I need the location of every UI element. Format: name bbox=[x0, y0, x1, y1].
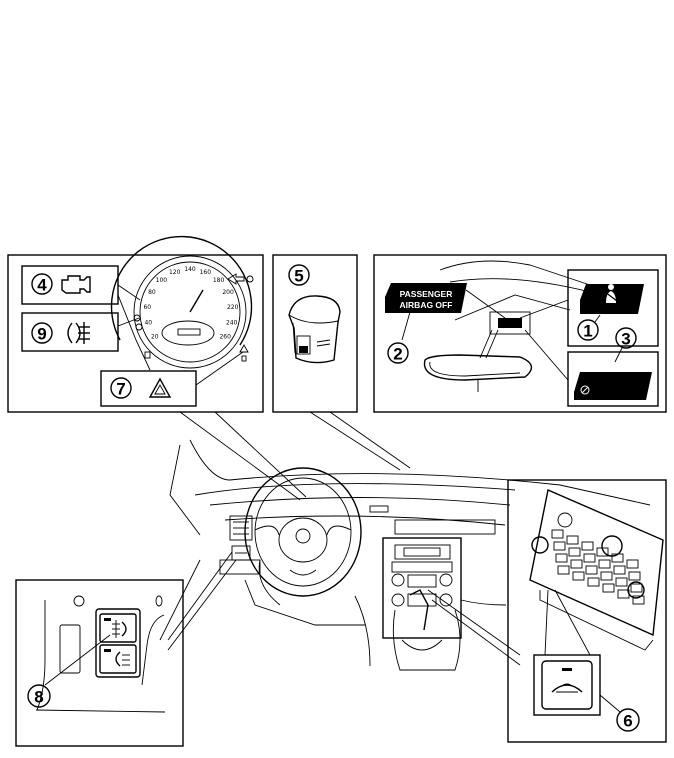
air-recirculation-icon bbox=[551, 683, 583, 693]
speedometer-tick-label: 80 bbox=[148, 289, 156, 296]
climate-button[interactable] bbox=[583, 553, 596, 563]
climate-button[interactable] bbox=[555, 553, 568, 563]
recirculation-button[interactable] bbox=[541, 660, 593, 710]
callout-1-label: 1 bbox=[583, 322, 592, 341]
callout-2 bbox=[387, 342, 409, 364]
seatbelt-reminder-icon bbox=[580, 284, 644, 314]
callout-7 bbox=[110, 377, 132, 399]
callout-5 bbox=[288, 264, 310, 286]
callout-9-label: 9 bbox=[37, 325, 46, 344]
speedometer-tick-label: 200 bbox=[222, 289, 234, 296]
climate-button[interactable] bbox=[617, 589, 630, 599]
speedometer-tick-label: 240 bbox=[226, 320, 238, 327]
callout-3-label: 3 bbox=[621, 330, 630, 349]
climate-button[interactable] bbox=[553, 541, 566, 551]
climate-button[interactable] bbox=[600, 571, 613, 581]
callout-1 bbox=[577, 319, 599, 341]
climate-button[interactable] bbox=[585, 565, 598, 575]
speedometer-tick-label: 20 bbox=[151, 334, 159, 341]
climate-button[interactable] bbox=[615, 577, 628, 587]
speedometer-tick-label: 40 bbox=[144, 320, 152, 327]
callout-4 bbox=[31, 273, 53, 295]
callout-2-label: 2 bbox=[393, 345, 402, 364]
climate-button[interactable] bbox=[587, 577, 600, 587]
climate-button[interactable] bbox=[632, 595, 645, 605]
callout-6-label: 6 bbox=[623, 712, 632, 731]
climate-button-grid bbox=[551, 529, 645, 605]
airbag-label-line2: AIRBAG OFF bbox=[400, 300, 453, 310]
speedometer-tick-label: 160 bbox=[200, 269, 212, 276]
speedometer-tick-label: 140 bbox=[184, 266, 196, 273]
climate-button[interactable] bbox=[598, 559, 611, 569]
callout-6 bbox=[616, 708, 640, 732]
climate-button[interactable] bbox=[630, 583, 643, 593]
steering-wheel bbox=[244, 467, 362, 606]
callout-3 bbox=[615, 327, 637, 349]
climate-button[interactable] bbox=[596, 547, 609, 557]
climate-button[interactable] bbox=[611, 553, 624, 563]
callout-9 bbox=[31, 322, 53, 344]
warning-triangle-icon bbox=[148, 377, 172, 398]
dashboard-overview bbox=[159, 411, 651, 671]
fog-light-switch-panel: 8 bbox=[15, 579, 184, 747]
callout-8-label: 8 bbox=[34, 688, 43, 707]
climate-button[interactable] bbox=[572, 571, 585, 581]
callout-5-label: 5 bbox=[294, 267, 303, 286]
speedometer-tick-label: 220 bbox=[227, 304, 239, 311]
center-console bbox=[382, 537, 462, 671]
passenger-airbag-on-indicator bbox=[574, 372, 652, 400]
front-fog-light-icon bbox=[112, 620, 127, 638]
speedometer-tick-label: 180 bbox=[213, 277, 225, 284]
climate-control-panel: 6 bbox=[507, 479, 667, 743]
speedometer-tick-label: 120 bbox=[169, 269, 181, 276]
climate-button[interactable] bbox=[602, 583, 615, 593]
rear-fog-light-icon bbox=[67, 322, 90, 344]
climate-button[interactable] bbox=[581, 541, 594, 551]
speedometer-tick-label: 260 bbox=[219, 334, 231, 341]
airbag-label-line1: PASSENGER bbox=[400, 289, 453, 299]
climate-button[interactable] bbox=[570, 559, 583, 569]
speedometer-tick-label: 100 bbox=[156, 277, 168, 284]
climate-button[interactable] bbox=[557, 565, 570, 575]
overhead-console-panel: PASSENGER AIRBAG OFF 2 1 3 bbox=[373, 254, 667, 413]
check-engine-icon bbox=[61, 275, 91, 294]
rear-fog-light-switch[interactable] bbox=[99, 644, 137, 674]
switch-button-image bbox=[288, 295, 341, 364]
front-fog-light-switch[interactable] bbox=[99, 613, 137, 643]
callout-4-label: 4 bbox=[37, 276, 47, 295]
climate-button[interactable] bbox=[626, 559, 639, 569]
callout-7-label: 7 bbox=[116, 380, 125, 399]
climate-button[interactable] bbox=[568, 547, 581, 557]
button-5-panel: 5 bbox=[272, 254, 358, 413]
passenger-airbag-off-indicator: PASSENGER AIRBAG OFF bbox=[385, 283, 467, 313]
climate-button[interactable] bbox=[551, 529, 564, 539]
climate-control-unit bbox=[529, 489, 664, 651]
climate-button[interactable] bbox=[566, 535, 579, 545]
climate-button[interactable] bbox=[613, 565, 626, 575]
climate-button[interactable] bbox=[628, 571, 641, 581]
callout-8 bbox=[27, 684, 51, 708]
speedometer-tick-label: 60 bbox=[143, 304, 151, 311]
rear-fog-light-icon bbox=[115, 651, 130, 667]
